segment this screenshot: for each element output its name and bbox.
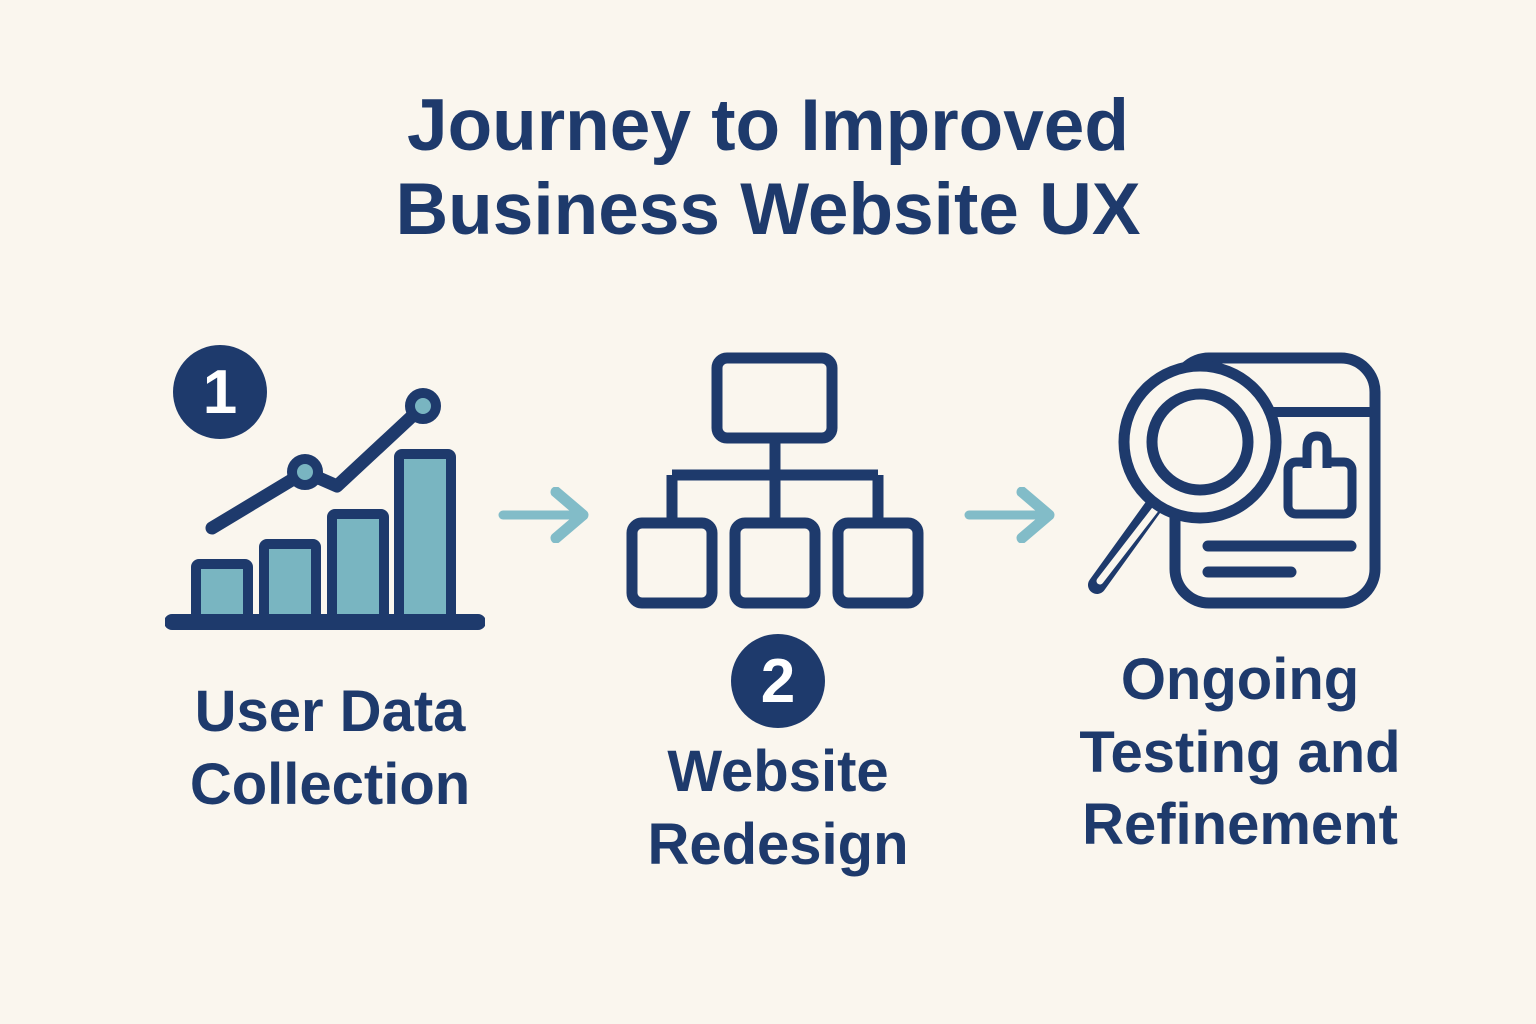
step-label-line: Redesign — [647, 811, 909, 877]
step-label-user-data-collection: User Data Collection — [110, 676, 550, 821]
step-label-line: Testing and — [1079, 719, 1401, 785]
magnifier-review-icon — [1088, 352, 1381, 609]
step-label-line: Ongoing — [1120, 647, 1360, 712]
page-title-line1: Journey to Improved — [406, 85, 1129, 166]
page-title-line2: Business Website UX — [395, 168, 1141, 250]
step-label-line: Website — [667, 739, 889, 804]
sitemap-icon — [626, 352, 924, 609]
page-title: Journey to Improved Business Website UX — [0, 84, 1536, 252]
step-label-line: User Data — [194, 679, 466, 744]
step-number-badge: 2 — [731, 634, 825, 728]
bar-chart-growth-icon — [165, 388, 485, 630]
step-number: 2 — [760, 646, 796, 716]
arrow-right-icon — [498, 487, 589, 543]
trend-point-icon — [405, 388, 441, 424]
step-label-line: Refinement — [1082, 792, 1398, 857]
arrow-right-icon — [964, 487, 1055, 543]
magnifier-handle-icon — [1088, 490, 1168, 594]
step-number-badge: 1 — [173, 345, 267, 439]
thumbs-up-icon — [1283, 431, 1357, 519]
step-label-website-redesign: Website Redesign — [558, 736, 998, 881]
step-number: 1 — [202, 357, 238, 427]
step-label-ongoing-testing-refinement: Ongoing Testing and Refinement — [1010, 644, 1470, 862]
trend-point-icon — [287, 454, 323, 490]
step-label-line: Collection — [189, 751, 471, 817]
